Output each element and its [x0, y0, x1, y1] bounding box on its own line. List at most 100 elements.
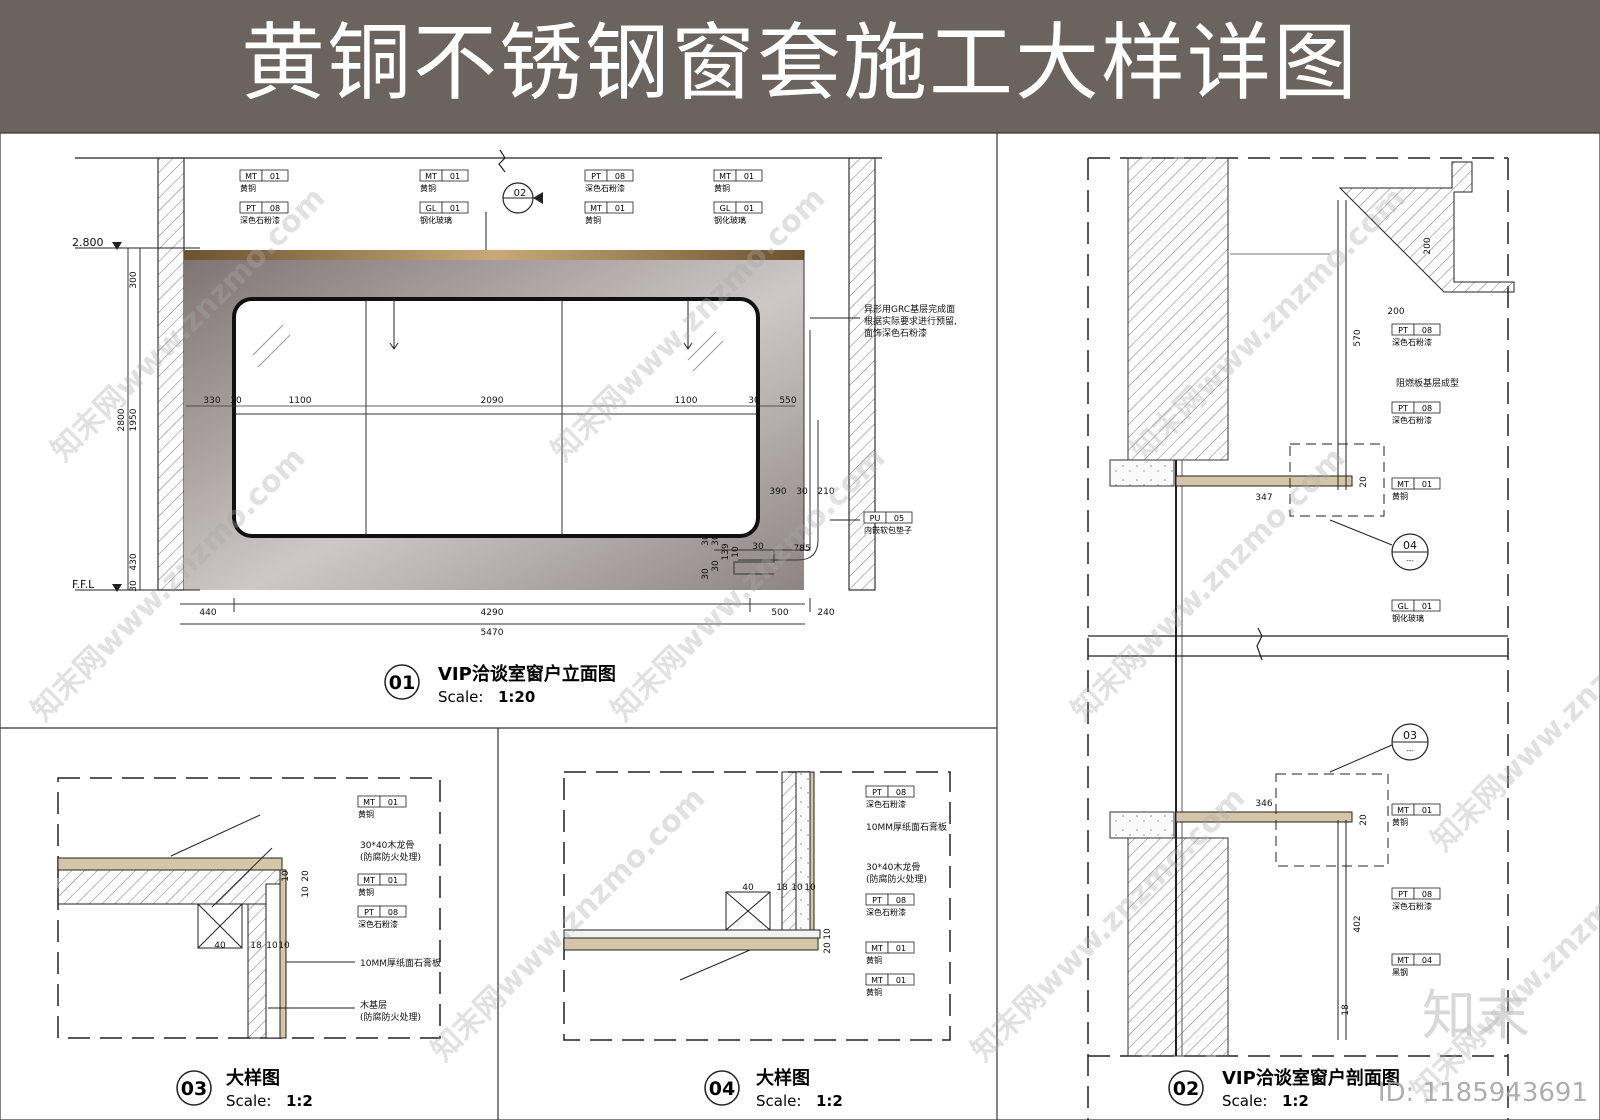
view-title-04: 04 大样图 Scale: 1:2	[704, 1067, 843, 1110]
tag-description: 黄铜	[358, 809, 374, 819]
d04-dim-20: 20	[823, 942, 833, 954]
sec-dim-347: 347	[1255, 493, 1272, 503]
tag-number: 01	[450, 204, 460, 213]
view-02-scale-label: Scale:	[1222, 1092, 1267, 1110]
dim-r-390: 390	[769, 487, 786, 497]
tag-code: MT	[871, 976, 883, 985]
tag-number: 01	[1422, 480, 1432, 489]
tag-description: 深色石粉漆	[1392, 901, 1432, 911]
dim-b-500: 500	[771, 608, 788, 618]
tag-number: 01	[388, 876, 398, 885]
tag-number: 01	[1422, 806, 1432, 815]
dim-h-30a: 30	[230, 396, 242, 406]
view-title-01: 01 VIP洽谈室窗户立面图 Scale: 1:20	[384, 663, 616, 706]
dim-b-240: 240	[817, 608, 834, 618]
dim-r-30c: 30	[711, 534, 721, 546]
tag-description: 深色石粉漆	[585, 183, 625, 193]
section-annotations: 200 570 200 347 346 402 18 20 20 阻燃板基层成型…	[1255, 237, 1459, 1016]
tag-code: GL	[720, 204, 731, 213]
watermark-id: ID: 1185943691	[1377, 1078, 1588, 1108]
view-04-scale: 1:2	[816, 1092, 843, 1110]
tag-number: 01	[896, 944, 906, 953]
tag-code: PT	[591, 172, 601, 181]
dim-v-300: 300	[129, 271, 139, 288]
dim-v-1950: 1950	[129, 408, 139, 431]
tag-description: 深色石粉漆	[1392, 337, 1432, 347]
sec-dim-200b: 200	[1387, 307, 1404, 317]
tag-description: 钢化玻璃	[1392, 613, 1424, 623]
tag-code: MT	[245, 172, 257, 181]
dim-total-5470: 5470	[481, 628, 504, 638]
tag-number: 01	[744, 204, 754, 213]
d03-note-gypsum: 10MM厚纸面石膏板	[360, 957, 441, 969]
tag-code: PT	[364, 908, 374, 917]
tag-code: MT	[425, 172, 437, 181]
detail-04-view	[563, 771, 951, 1041]
tag-number: 08	[1422, 890, 1432, 899]
tag-number: 08	[896, 896, 906, 905]
tag-description: 黄铜	[585, 215, 601, 225]
dim-b-440: 440	[199, 608, 216, 618]
detail-03-view	[57, 777, 441, 1039]
tag-number: 08	[615, 172, 625, 181]
dim-r-30f: 30	[701, 568, 711, 580]
grc-note-line3: 面饰深色石粉漆	[864, 327, 927, 339]
tag-code: PT	[1398, 404, 1408, 413]
tag-code: PT	[246, 204, 256, 213]
d03-dim-18: 18	[250, 941, 262, 951]
d03-dim-10b: 10	[281, 870, 291, 882]
tag-number: 08	[1422, 326, 1432, 335]
material-tag-pt-08: PT 08 深色石粉漆	[1391, 887, 1441, 911]
tag-number: 01	[1422, 602, 1432, 611]
d03-dim-10c: 10	[266, 941, 278, 951]
drawing-title: 黄铜不锈钢窗套施工大样详图	[240, 14, 1359, 112]
left-wall	[157, 157, 185, 591]
level-floor: F.F.L	[72, 578, 95, 591]
elevation-view	[75, 149, 882, 625]
sec-dim-402: 402	[1353, 915, 1363, 932]
section-wall-lower	[1127, 837, 1229, 1057]
sec-marker-03: 03	[1403, 729, 1417, 742]
d04-note-keel-treat: (防腐防火处理)	[866, 873, 927, 885]
tag-code: MT	[1397, 956, 1409, 965]
view-03-scale: 1:2	[286, 1092, 313, 1110]
dim-r-210: 210	[817, 487, 834, 497]
tag-description: 内嵌软包垫子	[864, 525, 912, 535]
tag-code: PU	[870, 514, 881, 523]
tag-code: PT	[872, 896, 882, 905]
tag-description: 深色石粉漆	[866, 799, 906, 809]
tag-description: 黄铜	[1392, 817, 1408, 827]
tag-description: 钢化玻璃	[420, 215, 452, 225]
tag-number: 04	[1422, 956, 1432, 965]
tag-description: 黄铜	[866, 955, 882, 965]
tag-description: 黄铜	[714, 183, 730, 193]
dim-h-1100a: 1100	[289, 396, 312, 406]
view-01-scale: 1:20	[498, 688, 535, 706]
sec-dim-18: 18	[1341, 1004, 1351, 1016]
sec-dim-20a: 20	[1359, 476, 1369, 488]
dim-r-785: 785	[793, 544, 810, 554]
view-02-scale: 1:2	[1282, 1092, 1309, 1110]
tag-code: PT	[1398, 890, 1408, 899]
tag-number: 08	[896, 788, 906, 797]
view-03-name: 大样图	[226, 1067, 280, 1089]
section-view	[1087, 157, 1515, 1120]
sec-dim-570: 570	[1353, 329, 1363, 346]
d03-note-keel-treat: (防腐防火处理)	[360, 851, 421, 863]
dim-b-4290: 4290	[481, 608, 504, 618]
tag-number: 05	[894, 514, 904, 523]
d04-note-keel: 30*40木龙骨	[866, 861, 920, 873]
